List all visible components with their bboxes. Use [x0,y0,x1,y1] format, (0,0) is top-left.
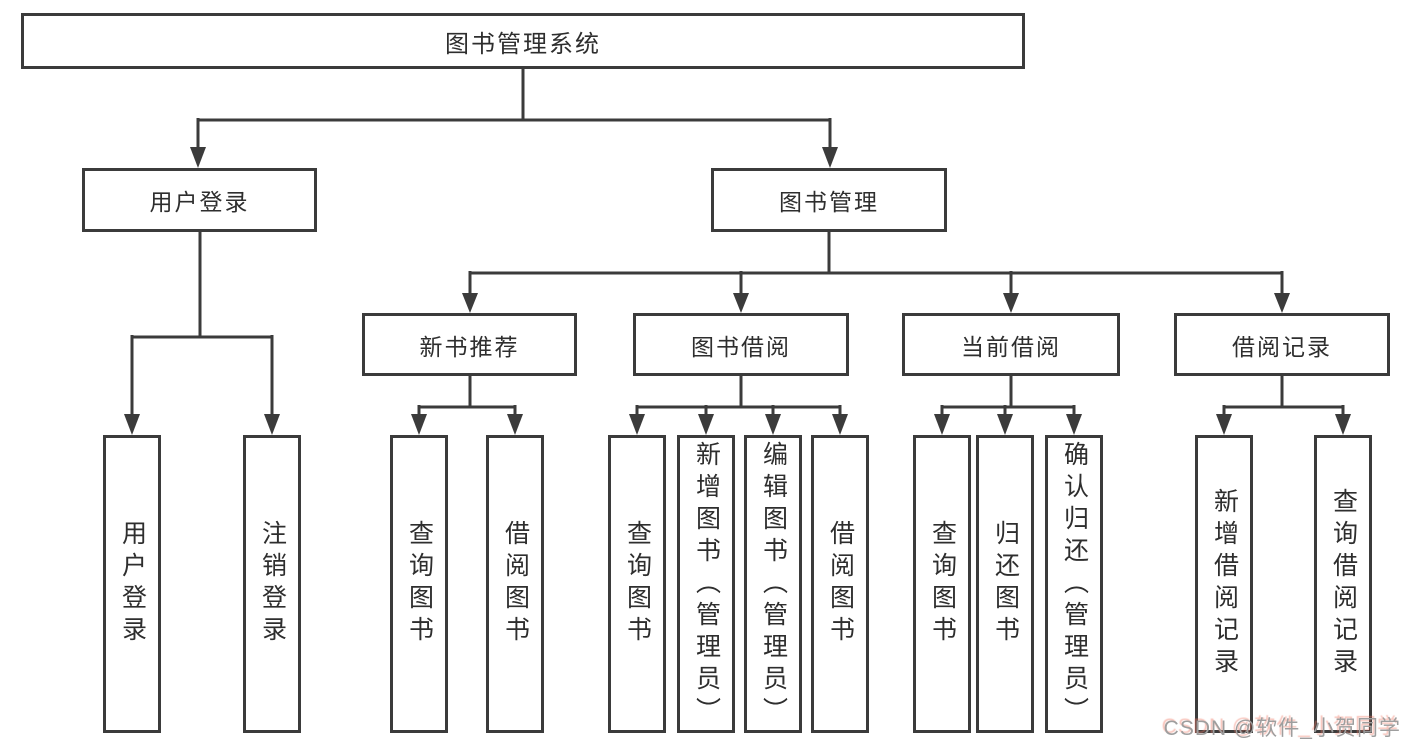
leaf-query-books-current: 查询图书 [913,435,971,733]
node-borrow-records: 借阅记录 [1174,313,1390,376]
leaf-add-books-admin: 新增图书（管理员） [677,435,735,733]
node-current-borrow: 当前借阅 [902,313,1120,376]
leaf-borrow-books: 借阅图书 [811,435,869,733]
leaf-query-books-borrow: 查询图书 [608,435,666,733]
leaf-logout: 注销登录 [243,435,301,733]
leaf-return-books: 归还图书 [976,435,1034,733]
leaf-add-borrow-record: 新增借阅记录 [1195,435,1253,733]
leaf-confirm-return-admin: 确认归还（管理员） [1045,435,1103,733]
leaf-user-login: 用户登录 [103,435,161,733]
node-book-borrow: 图书借阅 [633,313,849,376]
watermark: CSDN @软件_小贺同学 [1163,717,1401,740]
node-new-book-recommend: 新书推荐 [362,313,577,376]
node-user-login: 用户登录 [82,168,317,232]
leaf-query-borrow-record: 查询借阅记录 [1314,435,1372,733]
node-root: 图书管理系统 [21,13,1025,69]
leaf-query-books-recommend: 查询图书 [390,435,448,733]
leaf-borrow-books-recommend: 借阅图书 [486,435,544,733]
leaf-edit-books-admin: 编辑图书（管理员） [744,435,802,733]
node-book-management: 图书管理 [711,168,947,232]
